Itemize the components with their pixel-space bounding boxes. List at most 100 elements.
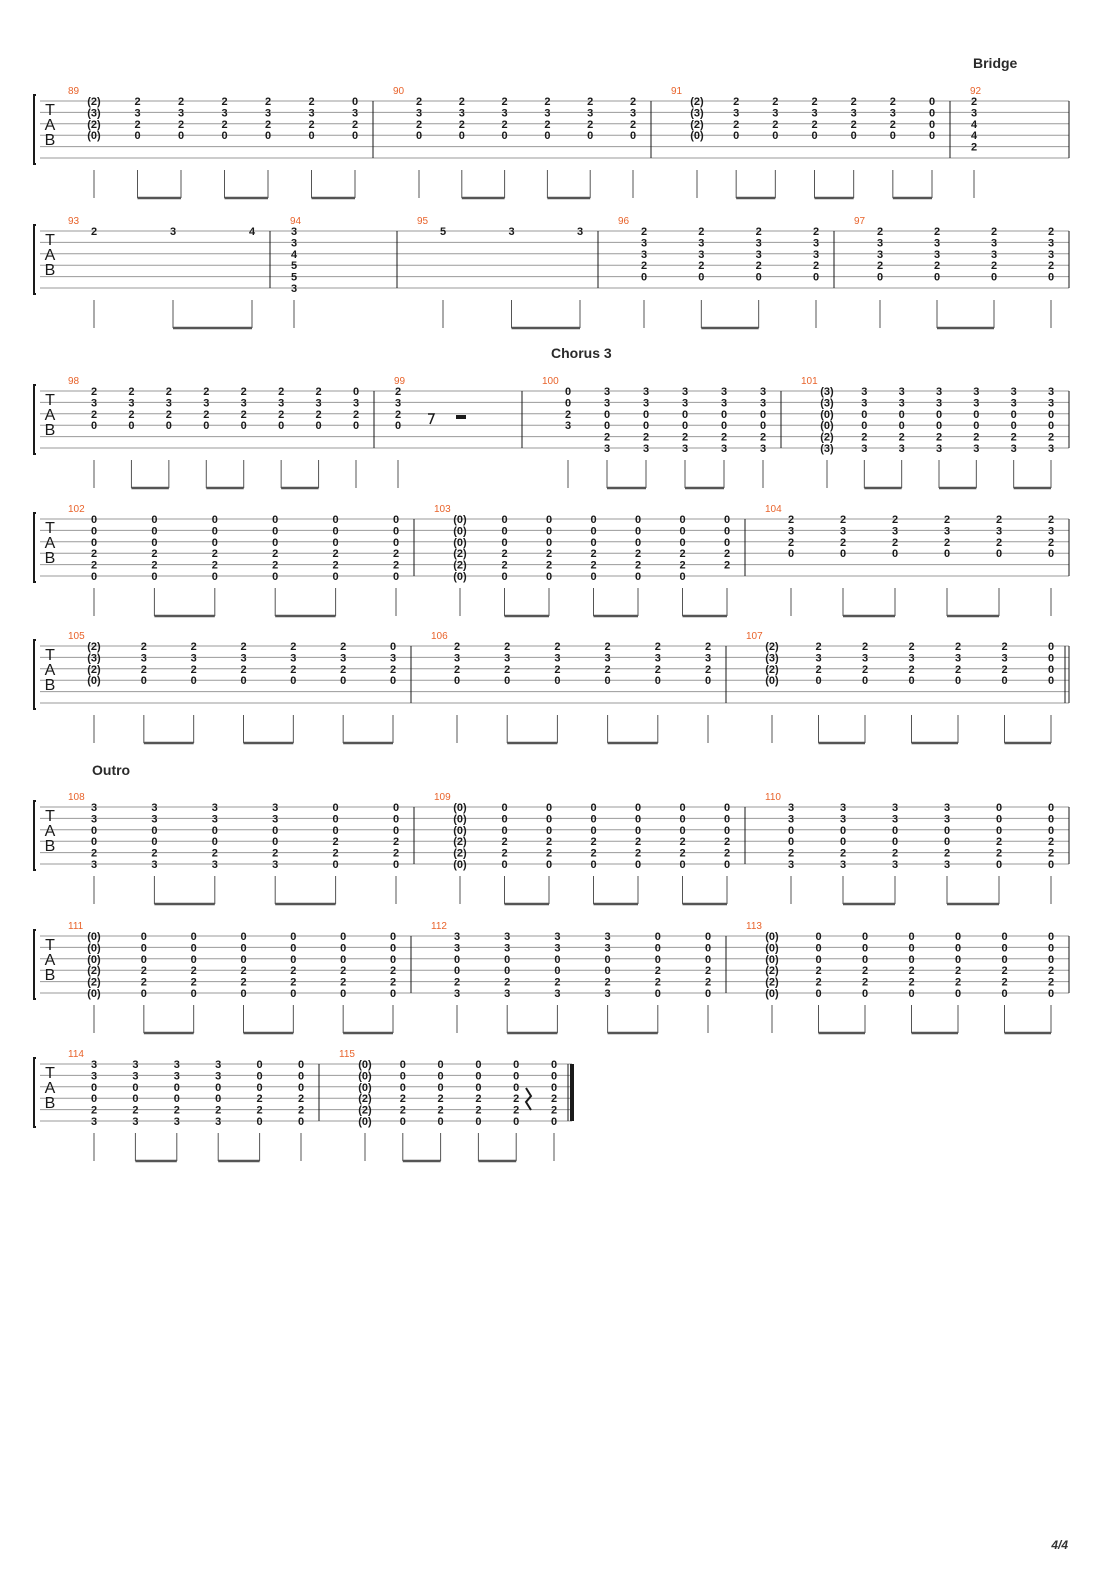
fret-number: 2 xyxy=(390,965,396,977)
fret-number: 0 xyxy=(1011,409,1017,421)
fret-number: 0 xyxy=(298,1059,304,1071)
fret-number: 2 xyxy=(813,226,819,238)
fret-number: 3 xyxy=(1011,397,1017,409)
fret-number: 3 xyxy=(215,1116,221,1128)
fret-number: 0 xyxy=(679,825,685,837)
fret-number: 3 xyxy=(272,813,278,825)
fret-number: 2 xyxy=(134,119,140,131)
fret-number: 2 xyxy=(971,96,977,108)
fret-number: 3 xyxy=(178,107,184,119)
fret-number: 2 xyxy=(721,432,727,444)
fret-number: 0 xyxy=(240,942,246,954)
fret-number: 2 xyxy=(862,965,868,977)
fret-number: 2 xyxy=(554,977,560,989)
tab-clef-letter: A xyxy=(45,535,56,552)
fret-number: 2 xyxy=(655,641,661,653)
fret-number: 3 xyxy=(174,1070,180,1082)
fret-number: 3 xyxy=(892,802,898,814)
tab-clef-letter: B xyxy=(45,1095,56,1112)
fret-number: 0 xyxy=(862,988,868,1000)
fret-number: 2 xyxy=(151,848,157,860)
fret-number: 2 xyxy=(257,1105,263,1117)
fret-number: 0 xyxy=(501,537,507,549)
fret-number: 2 xyxy=(908,664,914,676)
fret-number: 3 xyxy=(416,107,422,119)
fret-number: 0 xyxy=(811,130,817,142)
measure-number: 105 xyxy=(68,631,85,642)
fret-number: 0 xyxy=(333,514,339,526)
fret-number: 2 xyxy=(91,226,97,238)
fret-number: 0 xyxy=(475,1059,481,1071)
fret-number: 0 xyxy=(91,1093,97,1105)
fret-number: 3 xyxy=(936,443,942,455)
fret-number: 0 xyxy=(1048,825,1054,837)
fret-number: 0 xyxy=(929,119,935,131)
fret-number: (2) xyxy=(87,96,101,108)
fret-number: 0 xyxy=(554,965,560,977)
fret-number: 0 xyxy=(257,1059,263,1071)
fret-number: 0 xyxy=(679,525,685,537)
fret-number: 3 xyxy=(291,237,297,249)
fret-number: 2 xyxy=(166,386,172,398)
fret-number: 2 xyxy=(724,560,730,572)
fret-number: 3 xyxy=(544,107,550,119)
tab-clef-letter: T xyxy=(45,392,55,409)
fret-number: 2 xyxy=(459,96,465,108)
fret-number: 5 xyxy=(291,272,297,284)
fret-number: 0 xyxy=(944,836,950,848)
fret-number: (3) xyxy=(820,443,834,455)
fret-number: 3 xyxy=(899,397,905,409)
fret-number: 3 xyxy=(955,652,961,664)
fret-number: 3 xyxy=(502,107,508,119)
fret-number: 2 xyxy=(851,96,857,108)
measure-number: 93 xyxy=(68,216,80,227)
fret-number: 0 xyxy=(240,954,246,966)
fret-number: 0 xyxy=(721,420,727,432)
fret-number: 0 xyxy=(604,420,610,432)
fret-number: 0 xyxy=(929,130,935,142)
measure-number: 102 xyxy=(68,504,85,515)
fret-number: 2 xyxy=(862,664,868,676)
fret-number: 0 xyxy=(501,514,507,526)
fret-number: 0 xyxy=(393,813,399,825)
system-bracket xyxy=(33,1057,36,1128)
fret-number: 0 xyxy=(290,675,296,687)
fret-number: 0 xyxy=(400,1116,406,1128)
fret-number: 0 xyxy=(340,954,346,966)
fret-number: 3 xyxy=(641,237,647,249)
fret-number: (2) xyxy=(765,641,779,653)
fret-number: 0 xyxy=(605,954,611,966)
fret-number: 0 xyxy=(996,825,1002,837)
fret-number: 0 xyxy=(840,836,846,848)
fret-number: 3 xyxy=(577,226,583,238)
section-label-chorus-3: Chorus 3 xyxy=(551,345,612,361)
tab-clef-letter: B xyxy=(45,422,56,439)
fret-number: 3 xyxy=(174,1116,180,1128)
fret-number: 2 xyxy=(1001,965,1007,977)
fret-number: 0 xyxy=(851,130,857,142)
fret-number: 0 xyxy=(705,675,711,687)
measure-number: 104 xyxy=(765,504,782,515)
fret-number: 0 xyxy=(240,988,246,1000)
fret-number: 0 xyxy=(813,272,819,284)
fret-number: 0 xyxy=(215,1082,221,1094)
fret-number: 0 xyxy=(724,813,730,825)
fret-number: 3 xyxy=(151,813,157,825)
fret-number: 2 xyxy=(756,260,762,272)
fret-number: 0 xyxy=(91,537,97,549)
fret-number: 3 xyxy=(151,802,157,814)
fret-number: 3 xyxy=(353,397,359,409)
fret-number: 0 xyxy=(1001,954,1007,966)
fret-number: (0) xyxy=(87,954,101,966)
fret-number: 0 xyxy=(475,1082,481,1094)
fret-number: 0 xyxy=(590,802,596,814)
fret-number: 2 xyxy=(1048,537,1054,549)
fret-number: 3 xyxy=(215,1059,221,1071)
fret-number: 0 xyxy=(174,1093,180,1105)
fret-number: 0 xyxy=(221,130,227,142)
fret-number: 0 xyxy=(544,130,550,142)
fret-number: 3 xyxy=(605,942,611,954)
fret-number: 3 xyxy=(212,859,218,871)
fret-number: 3 xyxy=(840,802,846,814)
fret-number: 2 xyxy=(501,548,507,560)
